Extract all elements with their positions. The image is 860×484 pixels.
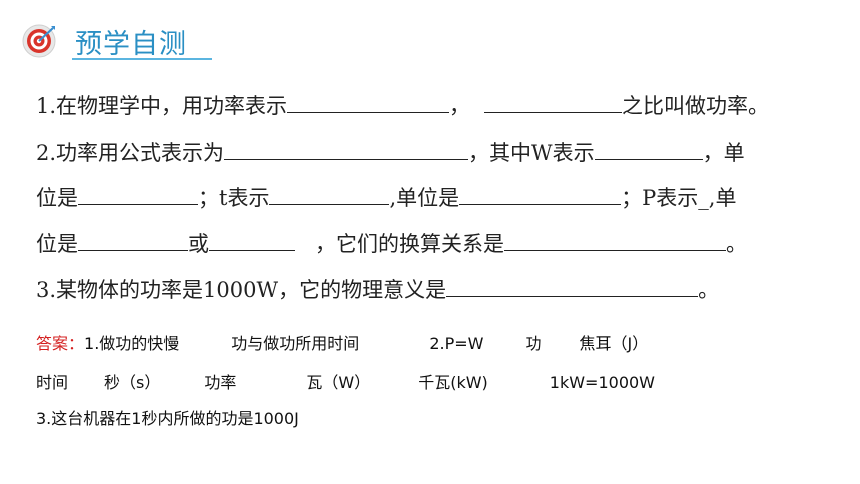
- section-header: 预学自测: [18, 14, 218, 64]
- blank: [224, 141, 469, 160]
- q2-line3-text-a: 位是: [36, 232, 78, 256]
- section-title: 预学自测: [75, 29, 187, 60]
- q1-text-a: 1.在物理学中，用功率表示: [36, 94, 288, 118]
- question-2-line-1: 2.功率用公式表示为 ，其中W表示 ，单: [36, 141, 745, 165]
- q2-line2-text-d: ；P表示_,单: [621, 186, 737, 210]
- answer-item: 1kW=1000W: [549, 373, 655, 392]
- target-icon: [22, 24, 56, 58]
- answer-item: 功率: [204, 373, 237, 392]
- q2-line3-text-c: ，它们的换算关系是: [315, 232, 504, 256]
- q2-line1-text-c: ，单: [702, 141, 745, 165]
- q2-line2-text-a: 位是: [36, 186, 78, 210]
- blank: [78, 232, 188, 251]
- answer-item: 焦耳（J）: [579, 334, 649, 353]
- answer-item: 1.做功的快慢: [84, 334, 180, 353]
- answers-line-2: 时间 秒（s） 功率 瓦（W） 千瓦(kW) 1kW=1000W: [36, 369, 655, 393]
- question-2-line-2: 位是 ；t表示 ,单位是 ；P表示_,单: [36, 186, 736, 210]
- q2-line2-text-c: ,单位是: [389, 186, 460, 210]
- q3-text-b: 。: [698, 278, 720, 302]
- q2-line2-text-b: ；t表示: [198, 186, 270, 210]
- q2-line1-text-b: ，其中W表示: [468, 141, 595, 165]
- question-1: 1.在物理学中，用功率表示 ， 之比叫做功率。: [36, 94, 769, 118]
- q1-text-c: 之比叫做功率。: [622, 94, 770, 118]
- answer-item: 千瓦(kW): [418, 373, 488, 392]
- blank: [446, 278, 699, 297]
- answer-item: 时间: [36, 373, 69, 392]
- answer-item: 秒（s）: [104, 373, 161, 392]
- answer-item: 瓦（W）: [306, 373, 371, 392]
- q2-line1-text-a: 2.功率用公式表示为: [36, 141, 225, 165]
- blank: [459, 186, 622, 205]
- q2-line3-text-d: 。: [726, 232, 747, 256]
- blank: [287, 94, 450, 113]
- blank: [504, 232, 726, 251]
- answer-item: 功: [525, 334, 542, 353]
- blank: [269, 186, 390, 205]
- q1-text-b: ，: [449, 94, 471, 118]
- q3-text-a: 3.某物体的功率是1000W，它的物理意义是: [36, 278, 447, 302]
- answer-item: 3.这台机器在1秒内所做的功是1000J: [36, 409, 299, 428]
- blank: [484, 94, 623, 113]
- answer-item: 2.P=W: [429, 334, 484, 353]
- title-underline: [72, 58, 212, 60]
- blank: [209, 232, 295, 251]
- answer-label: 答案：: [36, 334, 85, 353]
- blank: [78, 186, 198, 205]
- answers-line-3: 3.这台机器在1秒内所做的功是1000J: [36, 405, 299, 429]
- answers-line-1: 答案：1.做功的快慢 功与做功所用时间 2.P=W 功 焦耳（J）: [36, 330, 648, 354]
- q2-line3-text-b: 或: [188, 232, 209, 256]
- blank: [594, 141, 703, 160]
- question-2-line-3: 位是 或 ，它们的换算关系是 。: [36, 232, 747, 256]
- question-3: 3.某物体的功率是1000W，它的物理意义是 。: [36, 278, 719, 302]
- answer-item: 功与做功所用时间: [231, 334, 360, 353]
